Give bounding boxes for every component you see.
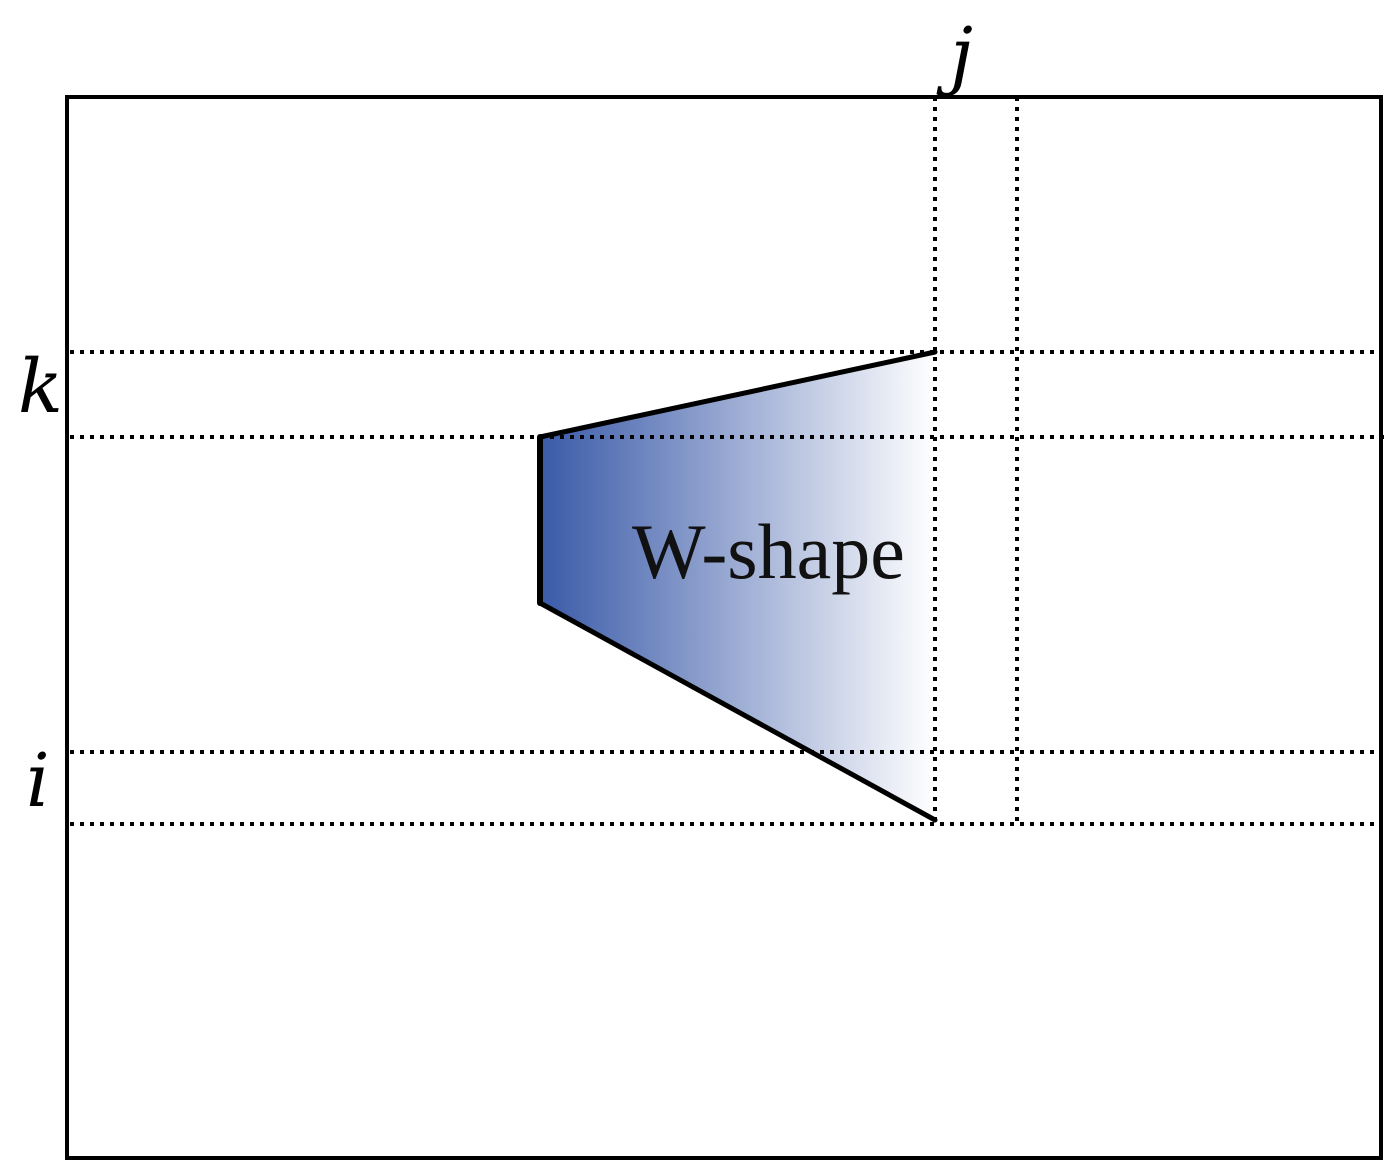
w-shape-region (540, 352, 935, 820)
w-shape-bottom-edge (537, 600, 938, 823)
matrix-frame (65, 95, 1383, 1160)
k-label: k (18, 344, 63, 430)
i-label: i (26, 738, 50, 824)
w-shape-label: W-shape (632, 508, 905, 595)
w-shape-top-edge (537, 349, 938, 440)
j-label: j (936, 12, 973, 98)
